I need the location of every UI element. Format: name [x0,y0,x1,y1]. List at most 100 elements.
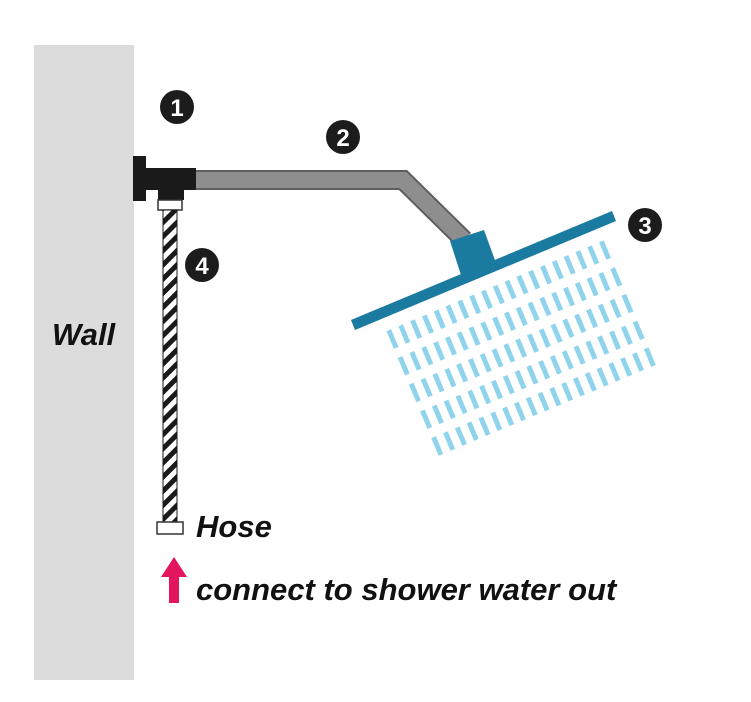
water-jet [643,347,656,367]
water-jet [632,352,645,372]
water-jet [608,362,621,382]
water-jet [609,298,622,319]
water-jet [457,299,470,320]
water-jet [584,372,597,392]
up-arrow-icon [161,557,187,603]
water-jet [563,286,576,307]
badge-4: 4 [185,248,219,282]
badge-2-number: 2 [336,125,349,152]
badge-3-number: 3 [638,213,651,240]
water-jet [410,319,423,339]
connect-label: connect to shower water out [196,572,618,607]
wall-mount [133,156,196,201]
badge-1-number: 1 [170,95,183,122]
water-jet [469,294,482,315]
water-jet [433,309,446,329]
water-jet [620,357,633,377]
water-jet [539,296,552,317]
water-jet [408,382,421,403]
water-jet [597,303,610,324]
water-jet [599,240,612,260]
water-jet [490,379,503,400]
water-jet [587,245,600,265]
water-jet [586,276,599,297]
water-jet [526,365,539,385]
water-spray [386,240,656,456]
water-jet [538,360,551,380]
water-jet [443,431,456,451]
water-jet [502,374,515,395]
water-jet [492,316,505,336]
water-jet [551,260,564,280]
water-jet [574,281,587,302]
water-jet [610,267,623,287]
water-jet [514,370,527,390]
water-jet [504,279,517,300]
water-jet [478,416,491,436]
water-jet [468,326,481,346]
water-jet [609,330,622,350]
water-jet [620,325,633,345]
water-jet [421,314,434,334]
water-jet [549,355,562,375]
water-jet [540,265,553,285]
water-jet [586,308,599,329]
water-jet [433,341,446,361]
water-jet [561,381,574,402]
water-jet [526,333,539,353]
water-jet [420,409,433,429]
water-jet [538,328,551,348]
water-jet [561,350,574,370]
water-jet [466,421,479,441]
badge-1: 1 [160,90,194,124]
water-jet [551,291,564,312]
water-jet [502,406,515,427]
hose [156,199,184,535]
water-jet [572,377,585,397]
water-jet [445,304,458,325]
water-jet [480,321,493,341]
water-jet [515,338,528,358]
water-jet [562,318,575,338]
water-jet [513,401,526,422]
water-jet [456,363,469,383]
water-jet [431,436,444,456]
water-jet [456,331,469,351]
water-jet [420,377,433,398]
water-jet [467,358,480,378]
water-jet [490,411,503,432]
water-jet [467,389,480,410]
water-jet [432,372,445,393]
water-jet [480,289,493,310]
water-jet [491,348,504,368]
water-jet [454,426,467,446]
water-jet [537,391,550,412]
water-jet [550,323,563,343]
hose-label: Hose [196,509,272,544]
water-jet [397,356,410,376]
water-jet [621,293,634,314]
water-jet [527,301,540,322]
water-jet [528,269,541,290]
water-jet [596,367,609,387]
water-jet [563,255,576,275]
wall [34,45,134,680]
water-jet [515,306,528,327]
water-jet [479,384,492,405]
water-jet [455,394,468,415]
water-jet [503,343,516,363]
badge-2: 2 [326,120,360,154]
water-jet [444,336,457,356]
water-jet [573,345,586,365]
water-jet [431,404,444,425]
water-jet [574,313,587,334]
water-jet [421,346,434,366]
badge-4-number: 4 [195,253,209,280]
water-jet [503,311,516,331]
water-jet [598,272,611,292]
shower-arm [196,172,470,246]
wall-label: Wall [52,317,117,352]
water-jet [575,250,588,270]
